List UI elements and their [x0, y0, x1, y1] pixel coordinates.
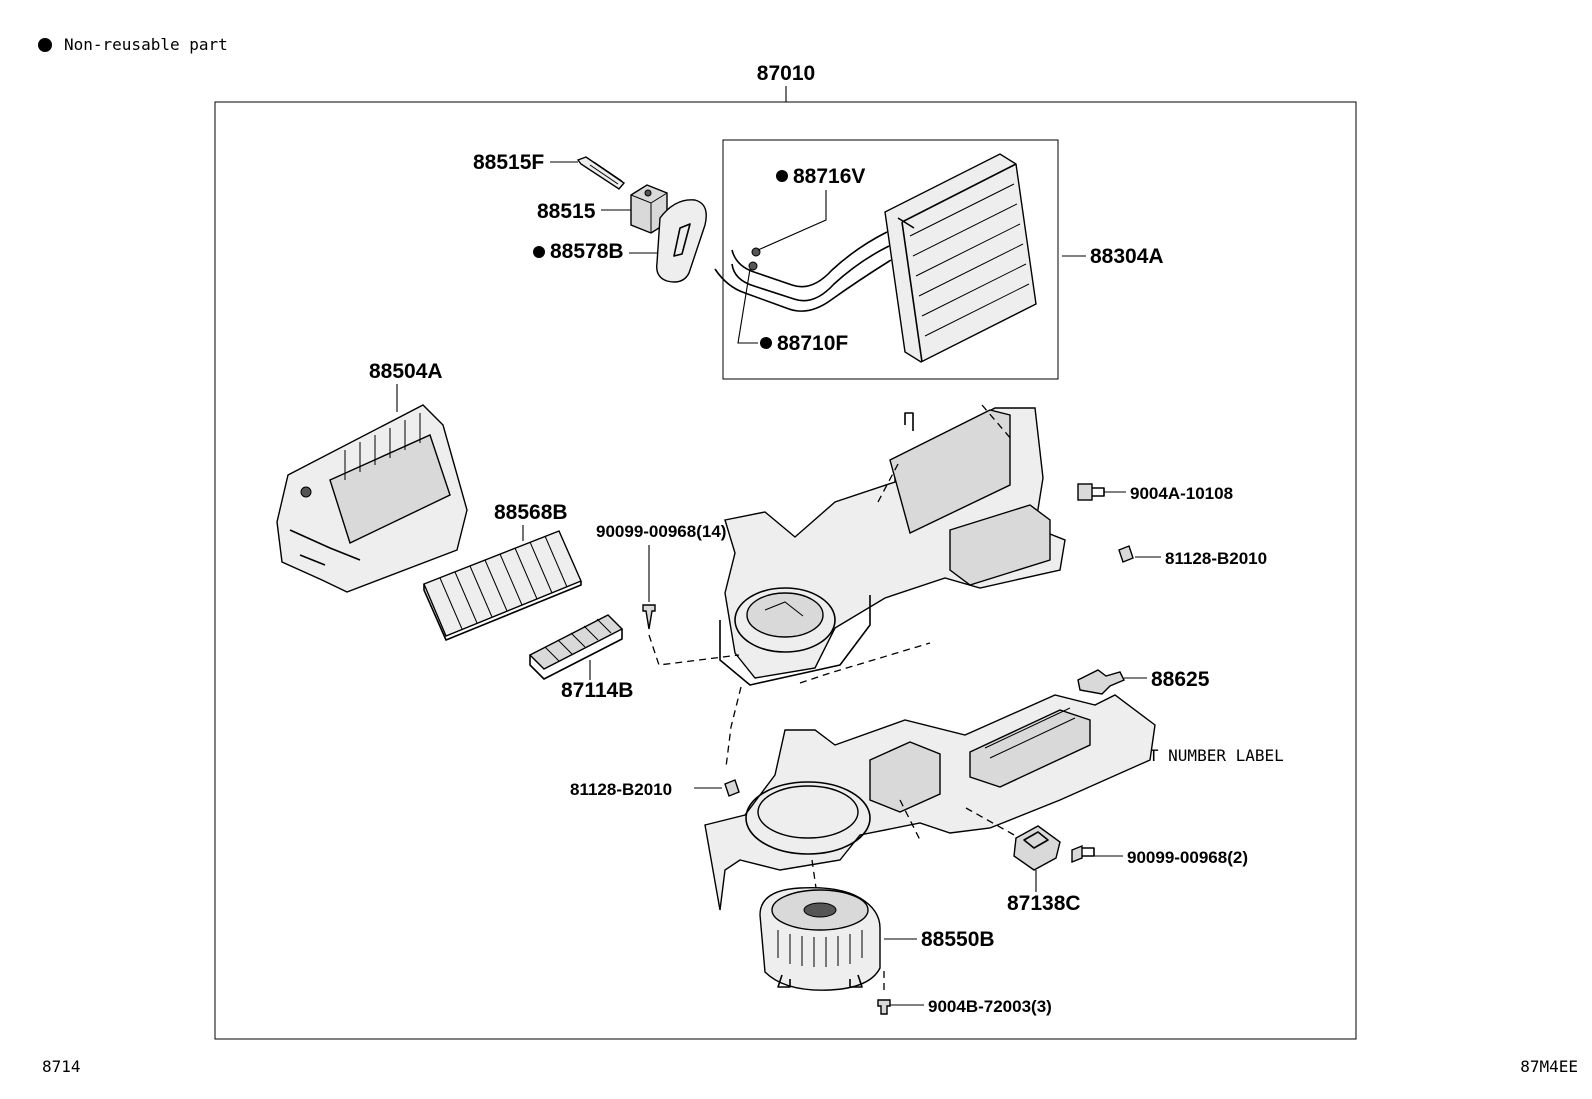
callout-87138c[interactable]: 87138C: [1007, 892, 1081, 915]
footer-right-code: 87M4EE: [1520, 1057, 1578, 1076]
callout-88504a[interactable]: 88504A: [369, 360, 443, 383]
resistor-87138c-drawing: [1013, 825, 1061, 871]
evaporator-subframe: [722, 139, 1059, 380]
callout-88304a[interactable]: 88304A: [1090, 245, 1164, 268]
callout-88568b[interactable]: 88568B: [494, 501, 568, 524]
screw-9004a-drawing: [1077, 483, 1105, 501]
legend: Non-reusable part: [38, 35, 228, 54]
filter-cover-87114b-drawing: [528, 614, 624, 680]
clip-81128-right-drawing: [1118, 545, 1134, 563]
callout-87114b[interactable]: 87114B: [561, 679, 633, 702]
gasket-88578b-drawing: [656, 199, 707, 283]
screw-90099-2-drawing: [1071, 844, 1095, 864]
callout-90099-14[interactable]: 90099-00968(14): [596, 522, 726, 541]
callout-88550b[interactable]: 88550B: [921, 928, 995, 951]
screw-90099-14-drawing: [642, 604, 656, 630]
blower-motor-88550b-drawing: [759, 887, 881, 991]
screw-9004b-drawing: [877, 999, 891, 1015]
intake-case-88504a-drawing: [276, 404, 468, 593]
footer-left-code: 8714: [42, 1057, 81, 1076]
callout-81128-b2010-right[interactable]: 81128-B2010: [1165, 549, 1267, 568]
expansion-valve-88515-drawing: [630, 184, 668, 234]
callout-88710f[interactable]: 88710F: [777, 332, 848, 355]
part-number-label[interactable]: PART NUMBER LABEL: [1120, 746, 1284, 765]
legend-text: Non-reusable part: [64, 35, 228, 54]
callout-88716v[interactable]: 88716V: [793, 165, 865, 188]
non-reusable-marker-icon: [38, 38, 52, 52]
evaporator-88304a-drawing: [714, 153, 1037, 363]
clip-81128-left-drawing: [724, 779, 740, 797]
callout-88625[interactable]: 88625: [1151, 668, 1210, 691]
assembly-frame: [214, 101, 1357, 1040]
sensor-88625-drawing: [1077, 669, 1125, 695]
assembly-label[interactable]: 87010: [757, 62, 815, 85]
callout-88515[interactable]: 88515: [537, 200, 596, 223]
callout-81128-b2010-left[interactable]: 81128-B2010: [570, 780, 672, 799]
lower-unit-case-drawing: [704, 694, 1156, 911]
callout-88515f[interactable]: 88515F: [473, 151, 544, 174]
air-filter-88568b-drawing: [423, 530, 582, 641]
bolt-88515f-drawing: [576, 156, 626, 190]
callout-90099-2[interactable]: 90099-00968(2): [1127, 848, 1248, 867]
upper-unit-case-drawing: [719, 407, 1066, 686]
callout-88578b[interactable]: 88578B: [550, 240, 624, 263]
callout-9004b-72003[interactable]: 9004B-72003(3): [928, 997, 1052, 1016]
callout-9004a-10108[interactable]: 9004A-10108: [1130, 484, 1233, 503]
